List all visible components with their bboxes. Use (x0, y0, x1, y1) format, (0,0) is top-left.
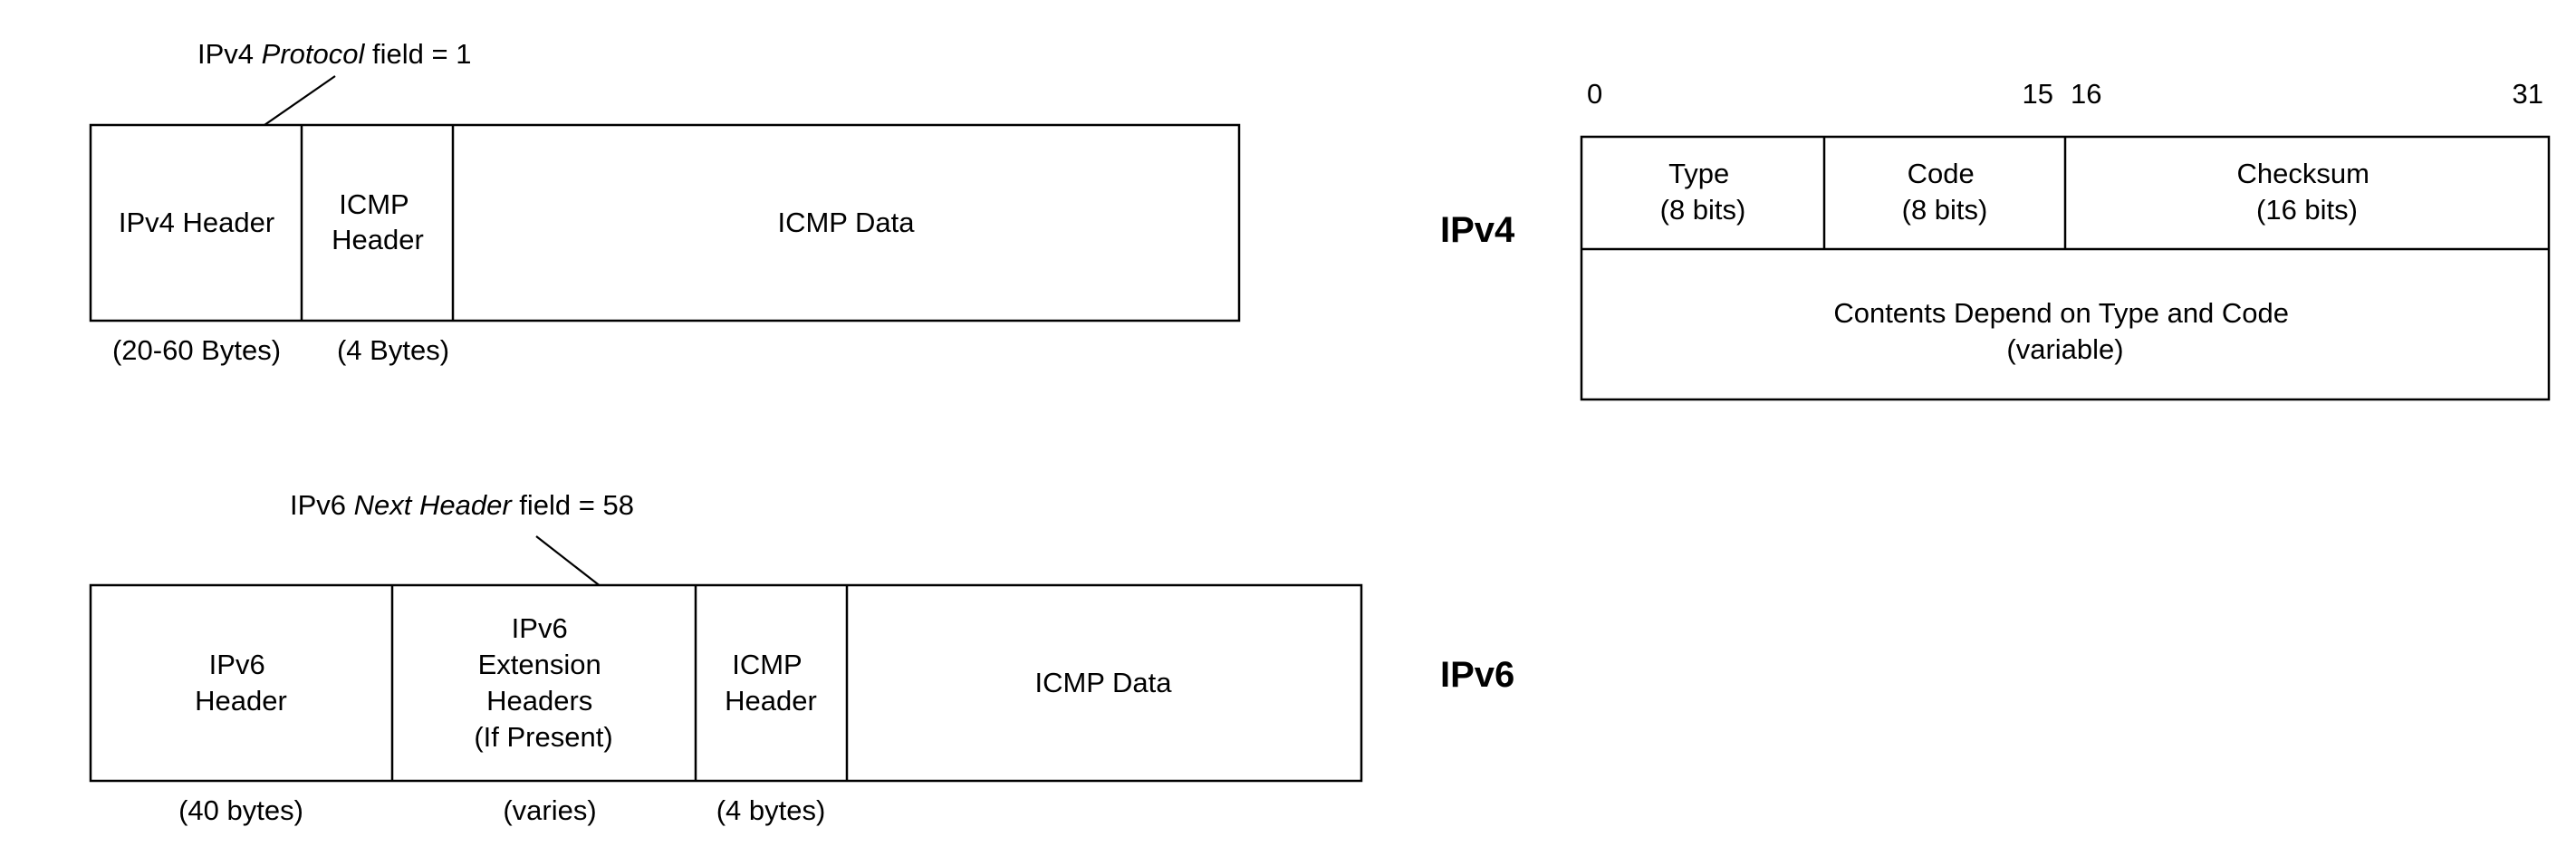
icmp-contents-field: Contents Depend on Type and Code (variab… (1833, 297, 2296, 365)
ipv4-header-size: (20-60 Bytes) (112, 334, 281, 366)
ipv4-protocol-annotation: IPv4 Protocol field = 1 (197, 38, 471, 70)
ipv4-icmp-header-label: ICMP Header (332, 188, 424, 255)
bit-label-0: 0 (1587, 78, 1602, 110)
bit-label-16: 16 (2071, 78, 2101, 110)
icmp-checksum-field: Checksum (16 bits) (2236, 158, 2377, 226)
ipv6-packet-frame (89, 583, 1363, 783)
ipv6-icmp-header-label: ICMP Header (725, 649, 817, 717)
ipv6-packet: IPv6 Next Header field = 58 IPv6 Header … (89, 489, 1363, 826)
icmp-code-field: Code (8 bits) (1902, 158, 1988, 226)
ipv4-packet: IPv4 Protocol field = 1 IPv4 Header ICMP… (89, 38, 1241, 366)
ipv6-header-label: IPv6 Header (195, 649, 287, 717)
ipv6-extension-headers-label: IPv6 Extension Headers (If Present) (474, 612, 612, 753)
ipv6-icmp-data-label: ICMP Data (1034, 667, 1172, 698)
ipv6-extension-headers-size: (varies) (503, 794, 596, 826)
icmp-type-field: Type (8 bits) (1660, 158, 1746, 226)
bit-label-31: 31 (2513, 78, 2543, 110)
ipv6-header-size: (40 bytes) (178, 794, 303, 826)
ipv4-icmp-header-size: (4 Bytes) (337, 334, 449, 366)
ipv4-packet-frame (89, 123, 1241, 322)
ipv6-icmp-header-size: (4 bytes) (716, 794, 826, 826)
ipv6-next-header-annotation: IPv6 Next Header field = 58 (290, 489, 634, 521)
side-label-ipv6: IPv6 (1440, 655, 1514, 695)
icmp-header-format: 0 15 16 31 Type (8 bits) Code (8 bits) C… (1580, 78, 2551, 401)
ipv4-icmp-data-label: ICMP Data (777, 207, 915, 238)
side-label-ipv4: IPv4 (1440, 210, 1515, 250)
bit-label-15: 15 (2023, 78, 2053, 110)
ipv4-header-label: IPv4 Header (119, 207, 274, 238)
